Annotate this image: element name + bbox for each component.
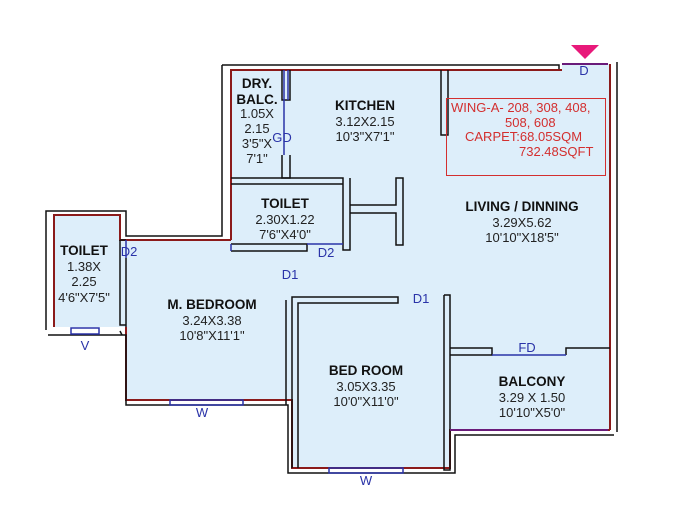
fd-label: FD	[518, 340, 536, 355]
d2-common-toilet-label: D2	[317, 245, 335, 260]
room-fills	[54, 64, 610, 468]
room-kitchen: KITCHEN 3.12X2.15 10'3"X7'1"	[335, 98, 395, 145]
window-w-master	[169, 399, 244, 406]
outer-walls	[45, 62, 618, 474]
room-toilet-common: TOILET 2.30X1.22 7'6"X4'0"	[255, 196, 315, 243]
room-living-dining: LIVING / DINNING 3.29X5.62 10'10"X18'5"	[465, 199, 579, 246]
room-bedroom: BED ROOM 3.05X3.35 10'0"X11'0"	[328, 363, 404, 410]
room-dry-balcony: DRY. BALC. 1.05X 2.15 3'5"X 7'1"	[236, 76, 278, 166]
carpet-area-sqft: 732.48SQFT	[519, 143, 594, 159]
v-label: V	[80, 338, 90, 353]
room-toilet-master: TOILET 1.38X 2.25 4'6"X7'5"	[58, 243, 110, 305]
wing-units-line2: 508, 608	[505, 114, 556, 130]
room-master-bedroom: M. BEDROOM 3.24X3.38 10'8"X11'1"	[167, 297, 257, 344]
unit-info-box: WING-A- 208, 308, 408, 508, 608 CARPET:6…	[446, 98, 606, 176]
wing-units-line1: WING-A- 208, 308, 408,	[451, 100, 591, 115]
room-balcony: BALCONY 3.29 X 1.50 10'10"X5'0"	[498, 374, 566, 421]
carpet-area-sqm: CARPET:68.05SQM	[465, 129, 583, 145]
d1-bedroom-label: D1	[412, 291, 430, 306]
w-master-label: W	[195, 405, 209, 420]
gd-label: GD	[272, 130, 292, 145]
balcony-edge	[450, 63, 608, 431]
entry-marker-icon	[571, 45, 599, 59]
d2-master-toilet-label: D2	[120, 244, 138, 259]
ventilator-v	[70, 327, 100, 335]
window-w-bedroom	[328, 467, 404, 474]
main-door-label: D	[579, 63, 589, 78]
windows	[70, 70, 404, 474]
interior-walls	[119, 70, 610, 471]
d1-master-label: D1	[281, 267, 299, 282]
w-bedroom-label: W	[359, 473, 373, 488]
